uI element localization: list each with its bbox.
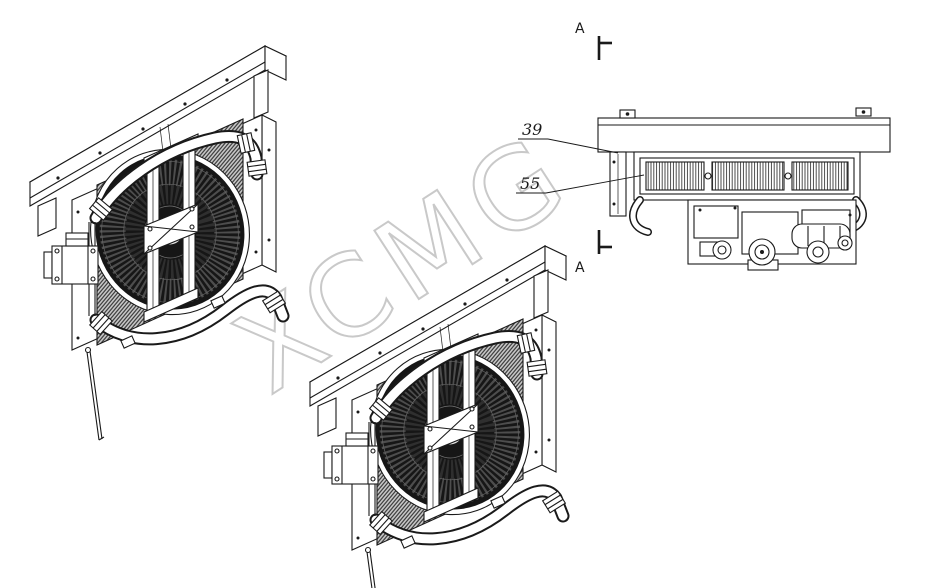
- plan-radiator-core: [633, 151, 861, 201]
- section-marker-a-top: A: [575, 21, 612, 60]
- section-label-bottom: A: [575, 260, 585, 276]
- plan-view: A A 39 55: [516, 21, 891, 276]
- plan-mounting-band: [597, 107, 891, 153]
- section-marker-a-bottom: A: [575, 230, 612, 276]
- section-label-top: A: [575, 21, 585, 37]
- isometric-view-1: [30, 46, 286, 440]
- callout-39-label: 39: [522, 120, 542, 139]
- callout-39: 39: [518, 120, 619, 154]
- plan-left-bracket: [609, 151, 627, 217]
- callout-55: 55: [516, 174, 645, 194]
- plan-engine-assembly: [687, 199, 857, 271]
- callout-55-label: 55: [520, 174, 540, 193]
